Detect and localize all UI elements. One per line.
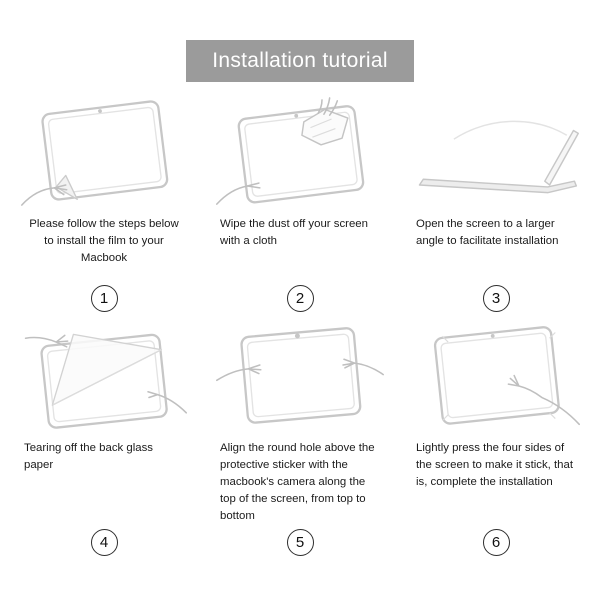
step-number-badge: 5 <box>286 529 314 556</box>
steps-grid: Please follow the steps below to install… <box>0 82 600 564</box>
step-card-6: Lightly press the four sides of the scre… <box>400 320 592 564</box>
step-caption: Wipe the dust off your screen with a clo… <box>220 218 368 248</box>
tear-backing-icon <box>24 333 188 429</box>
step-4-illustration <box>8 320 200 432</box>
step-number: 3 <box>400 285 592 312</box>
step-5-illustration <box>204 320 396 432</box>
title-banner: Installation tutorial <box>0 0 600 82</box>
film-peel-hand-icon <box>20 100 169 206</box>
step-card-3: Open the screen to a larger angle to fac… <box>400 96 592 320</box>
step-caption: Tearing off the back glass paper <box>24 442 153 472</box>
step-1-illustration <box>8 96 200 208</box>
step-caption: Lightly press the four sides of the scre… <box>416 442 574 489</box>
step-6-illustration <box>400 320 592 432</box>
step-number: 1 <box>8 285 200 312</box>
step-number-badge: 6 <box>482 529 510 556</box>
step-number: 5 <box>204 529 396 556</box>
step-number-badge: 2 <box>286 285 314 312</box>
step-caption: Please follow the steps below to install… <box>29 218 179 265</box>
step-caption: Align the round hole above the protectiv… <box>220 442 375 523</box>
step-card-2: Wipe the dust off your screen with a clo… <box>204 96 396 320</box>
step-card-1: Please follow the steps below to install… <box>8 96 200 320</box>
step-number-badge: 3 <box>482 285 510 312</box>
step-number: 4 <box>8 529 200 556</box>
step-number: 2 <box>204 285 396 312</box>
step-3-illustration <box>400 96 592 208</box>
wipe-cloth-icon <box>216 97 365 205</box>
open-laptop-icon <box>418 120 579 194</box>
step-caption: Open the screen to a larger angle to fac… <box>416 218 559 248</box>
step-card-4: Tearing off the back glass paper 4 <box>8 320 200 564</box>
step-number-badge: 4 <box>90 529 118 556</box>
step-2-illustration <box>204 96 396 208</box>
step-card-5: Align the round hole above the protectiv… <box>204 320 396 564</box>
step-number-badge: 1 <box>90 285 118 312</box>
page-title: Installation tutorial <box>186 40 414 82</box>
step-number: 6 <box>400 529 592 556</box>
align-film-icon <box>216 327 384 424</box>
press-film-icon <box>433 326 580 426</box>
